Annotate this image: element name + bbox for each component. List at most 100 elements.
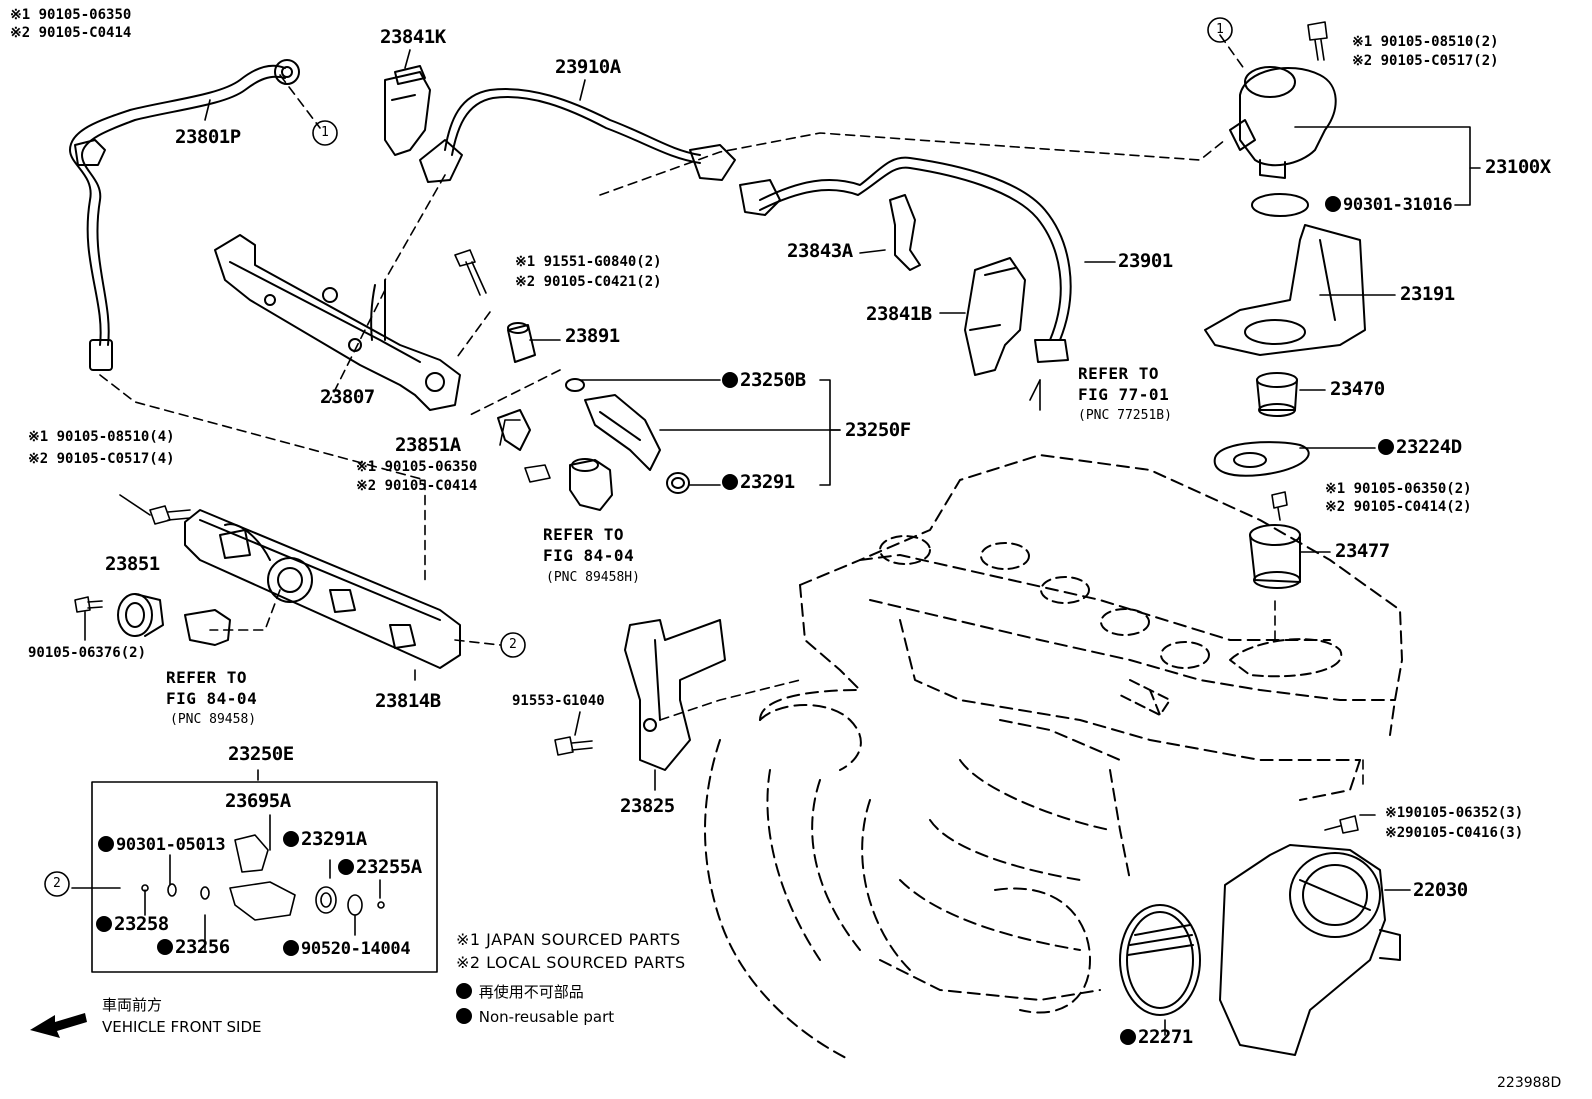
hose-23801p: [69, 59, 300, 371]
dashed-leaders: [99, 34, 1364, 791]
bolt-label: ※190105-06352(3): [1385, 805, 1524, 821]
bolt-label: ※1 90105-08510(4): [28, 429, 175, 445]
sensor-89458h: [569, 458, 613, 511]
bolt-label: ※1 90105-06350: [356, 459, 478, 475]
part-label: 23841B: [866, 303, 932, 325]
refer-to-fig: FIG 84-04: [166, 689, 258, 708]
part-label: 23250F: [845, 419, 911, 441]
part-label: 23891: [565, 325, 620, 347]
part-label: 23814B: [375, 690, 441, 712]
part-label-nonreusable: 90520-14004: [283, 940, 411, 958]
part-label: 23910A: [555, 56, 621, 78]
kit-box-23250e: [91, 781, 438, 973]
fuel-pump-23100x: [1229, 66, 1337, 179]
bolt-label: ※2 90105-C0517(4): [28, 451, 175, 467]
callout-2-b: 2: [53, 876, 61, 891]
bolt-90105-08510: [149, 505, 191, 525]
harness-23901: [739, 156, 1072, 363]
refer-to-pnc: (PNC 77251B): [1078, 408, 1172, 423]
part-label: 23841K: [380, 26, 446, 48]
bolt-label: ※2 90105-C0414: [356, 478, 478, 494]
bolt-pump: [1307, 21, 1328, 61]
diagram-id: 223988D: [1497, 1075, 1562, 1091]
bolt-label: ※1 90105-06350: [10, 7, 132, 23]
front-arrow-icon: [30, 1013, 87, 1038]
callout-1-a: 1: [321, 125, 329, 140]
bracket-23825: [624, 619, 726, 771]
spacer-23891: [507, 322, 536, 363]
bolt-label: ※1 90105-06350(2): [1325, 481, 1472, 497]
bolt-91551: [454, 249, 487, 296]
bullet-icon: [456, 983, 472, 999]
fuel-rail-23814b: [184, 509, 461, 669]
bolt-label: ※1 90105-08510(2): [1352, 34, 1499, 50]
part-23851: [117, 593, 164, 637]
bolt-small-mid: [524, 464, 551, 483]
part-label: 23695A: [225, 790, 291, 812]
part-label: 23801P: [175, 126, 241, 148]
part-label-nonreusable: 23291A: [283, 830, 367, 849]
part-label-nonreusable: 23255A: [338, 858, 422, 877]
part-label: 23250E: [228, 743, 294, 765]
part-label-nonreusable: 23291: [722, 473, 795, 492]
bullet-icon: [456, 1008, 472, 1024]
part-label: 90105-06376(2): [28, 645, 147, 661]
part-label: 23100X: [1485, 156, 1551, 178]
part-label: 23470: [1330, 378, 1385, 400]
cover-23191: [1204, 224, 1366, 356]
part-label: 23851: [105, 553, 160, 575]
bolt-throttle: [1324, 815, 1359, 834]
bolt-label: ※2 90105-C0517(2): [1352, 53, 1499, 69]
bracket-23807: [214, 234, 461, 411]
gasket-23224d: [1213, 441, 1310, 477]
lifter-23470: [1256, 372, 1298, 417]
legend-nonreusable-jp: 再使用不可部品: [456, 983, 584, 1000]
part-label: 23851A: [395, 434, 461, 456]
callout-circles: [44, 17, 1233, 897]
engine-outline: [704, 454, 1403, 1061]
callout-2-a: 2: [509, 637, 517, 652]
clip-23851a: [497, 409, 531, 451]
refer-to-pnc: (PNC 89458): [170, 712, 257, 727]
part-label: 91553-G1040: [512, 693, 605, 709]
legend-local-sourced: ※2 LOCAL SOURCED PARTS: [456, 953, 686, 972]
front-side-label-jp: 車両前方: [102, 996, 163, 1014]
connector-23841b: [964, 257, 1026, 376]
part-label: 23901: [1118, 250, 1173, 272]
part-label: 23191: [1400, 283, 1455, 305]
throttle-body-22030: [1219, 844, 1401, 1056]
part-label-nonreusable: 22271: [1120, 1028, 1193, 1047]
refer-to-label: REFER TO: [1078, 364, 1160, 383]
callout-1-b: 1: [1216, 22, 1224, 37]
part-label-nonreusable: 90301-05013: [98, 836, 226, 854]
bolt-label: ※2 90105-C0414: [10, 25, 132, 41]
part-label: 23807: [320, 386, 375, 408]
part-label: 23825: [620, 795, 675, 817]
injector-23250f: [565, 378, 690, 494]
sensor-23841k: [384, 65, 431, 156]
bolt-label: ※2 90105-C0414(2): [1325, 499, 1472, 515]
bolt-label: ※1 91551-G0840(2): [515, 254, 662, 270]
front-side-label-en: VEHICLE FRONT SIDE: [102, 1018, 262, 1036]
part-label: 23477: [1335, 540, 1390, 562]
engine-valve-ports: [879, 535, 1343, 716]
legend-nonreusable-en: Non-reusable part: [456, 1008, 614, 1025]
bolt-label: ※2 90105-C0421(2): [515, 274, 662, 290]
bolt-label: ※290105-C0416(3): [1385, 825, 1524, 841]
part-label-nonreusable: 23224D: [1378, 438, 1462, 457]
o-ring-90301-31016: [1251, 193, 1309, 217]
refer-to-label: REFER TO: [543, 525, 625, 544]
refer-to-pnc: (PNC 89458H): [546, 570, 640, 585]
part-label-nonreusable: 23256: [157, 938, 230, 957]
bolt-91553: [554, 736, 593, 756]
solid-leaders: [71, 49, 1481, 1036]
bolt-23224d: [1271, 491, 1288, 521]
refer-to-fig: FIG 77-01: [1078, 385, 1170, 404]
refer-to-label: REFER TO: [166, 668, 248, 687]
gasket-22271: [1119, 904, 1201, 1016]
housing-23477: [1249, 524, 1301, 589]
bolt-90105-06376: [74, 596, 103, 613]
part-label-nonreusable: 23250B: [722, 371, 806, 390]
